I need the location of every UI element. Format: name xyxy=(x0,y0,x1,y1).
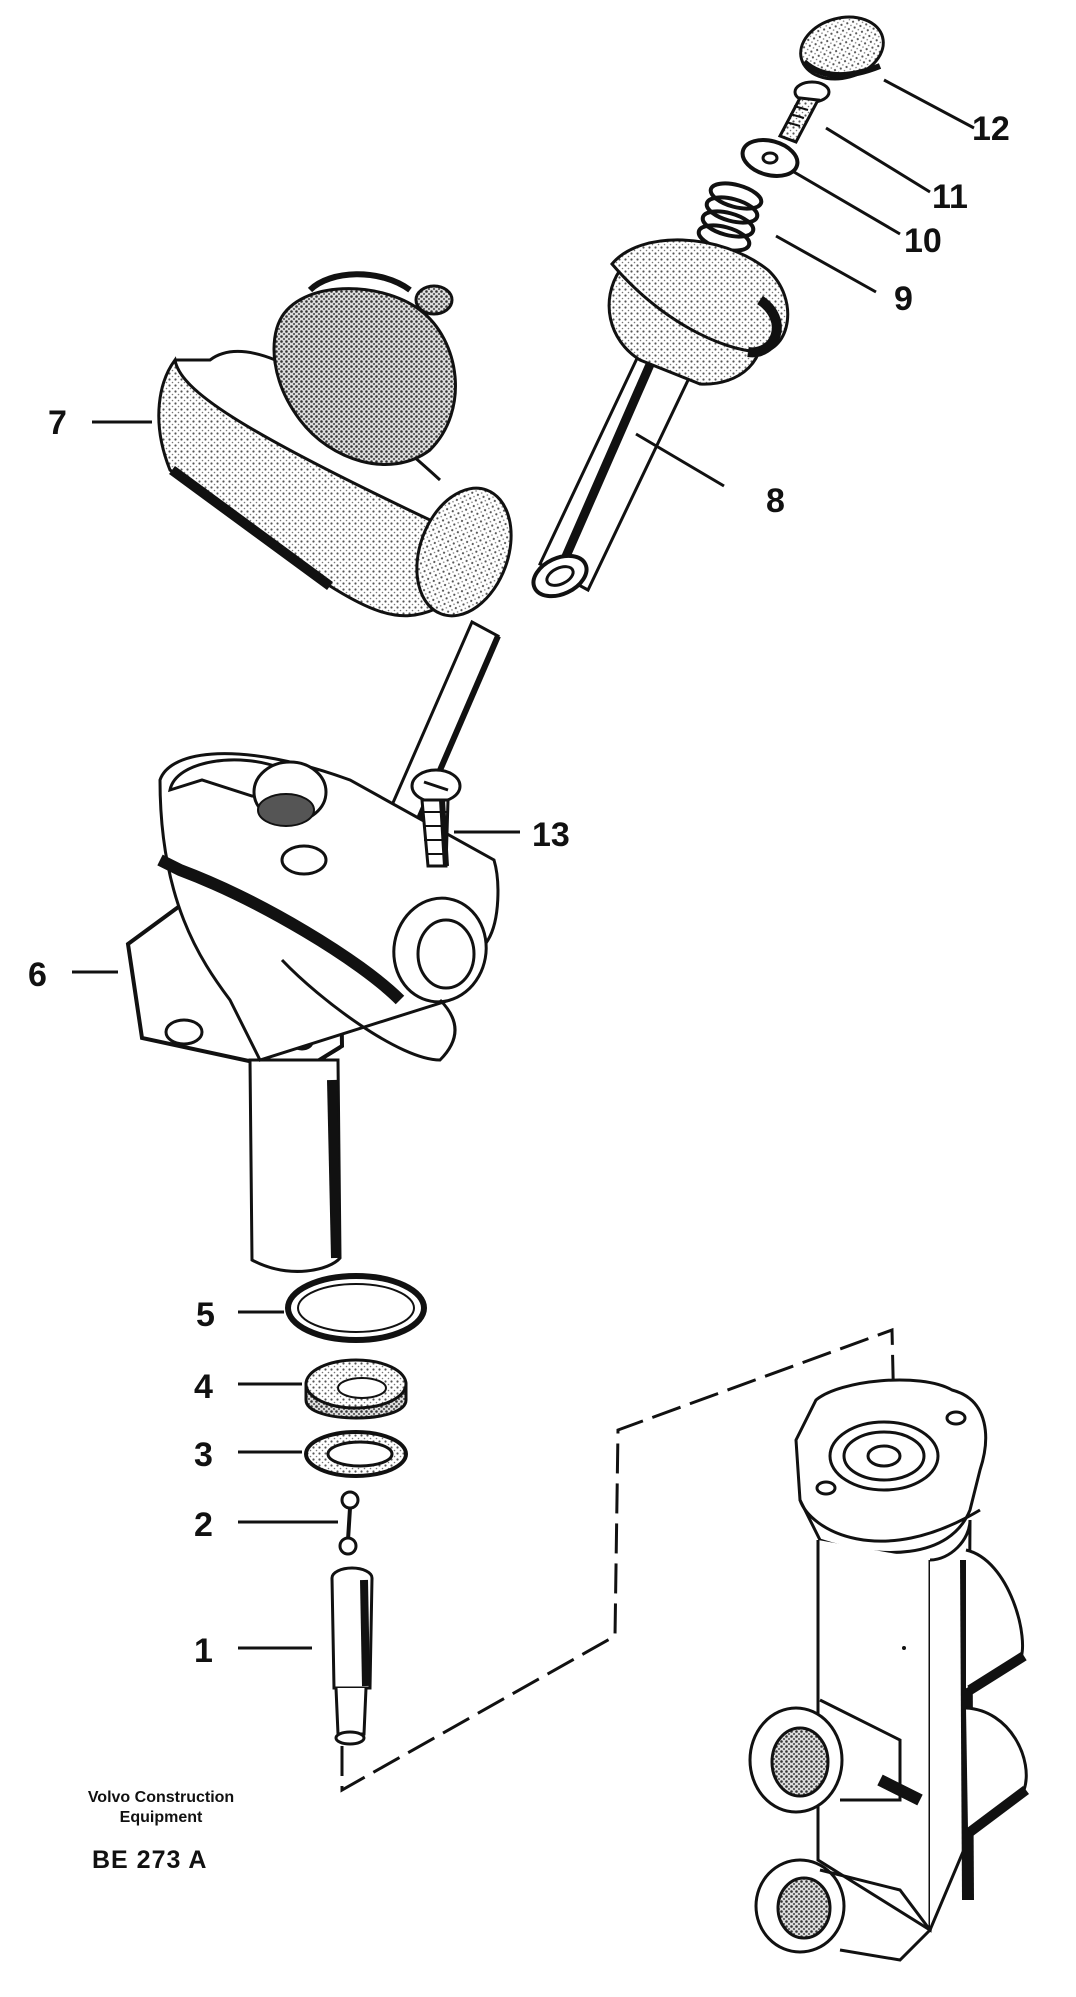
credit-line-1: Volvo Construction xyxy=(87,1789,235,1806)
callout-1: 1 xyxy=(194,1632,213,1670)
part-2-pin xyxy=(338,1490,360,1556)
callout-13: 13 xyxy=(532,816,570,854)
callout-8: 8 xyxy=(766,482,785,520)
callout-11: 11 xyxy=(932,178,968,216)
part-5-o-ring xyxy=(285,1273,427,1343)
assembly-dashed-line xyxy=(340,1327,896,1793)
part-4-bushing xyxy=(304,1358,408,1420)
part-8-knob xyxy=(531,238,790,599)
callout-4: 4 xyxy=(194,1368,213,1406)
part-6-valve-body xyxy=(125,752,500,1273)
callout-3: 3 xyxy=(194,1436,213,1474)
drawing-code: BE 273 A xyxy=(92,1846,208,1874)
part-11-screw xyxy=(777,80,831,144)
callout-labels: 12 11 10 9 8 7 13 6 5 4 3 2 1 xyxy=(28,110,1010,1670)
base-valve-body xyxy=(748,1378,1029,1962)
leader-lines xyxy=(72,78,975,1650)
credit-line-2: Equipment xyxy=(119,1809,203,1826)
callout-12: 12 xyxy=(972,110,1010,148)
part-1-plunger xyxy=(330,1566,374,1746)
callout-10: 10 xyxy=(904,222,942,260)
part-10-washer xyxy=(740,138,800,178)
callout-7: 7 xyxy=(48,404,67,442)
part-13-screw xyxy=(410,768,462,868)
part-3-seal xyxy=(304,1430,408,1478)
callout-2: 2 xyxy=(194,1506,213,1544)
manufacturer-credit: Volvo Construction Equipment xyxy=(56,1788,266,1828)
part-7-housing xyxy=(157,271,513,618)
callout-5: 5 xyxy=(196,1296,215,1334)
callout-9: 9 xyxy=(894,280,913,318)
callout-6: 6 xyxy=(28,956,47,994)
part-12-cap xyxy=(799,15,885,81)
part-9-spring xyxy=(696,181,764,253)
